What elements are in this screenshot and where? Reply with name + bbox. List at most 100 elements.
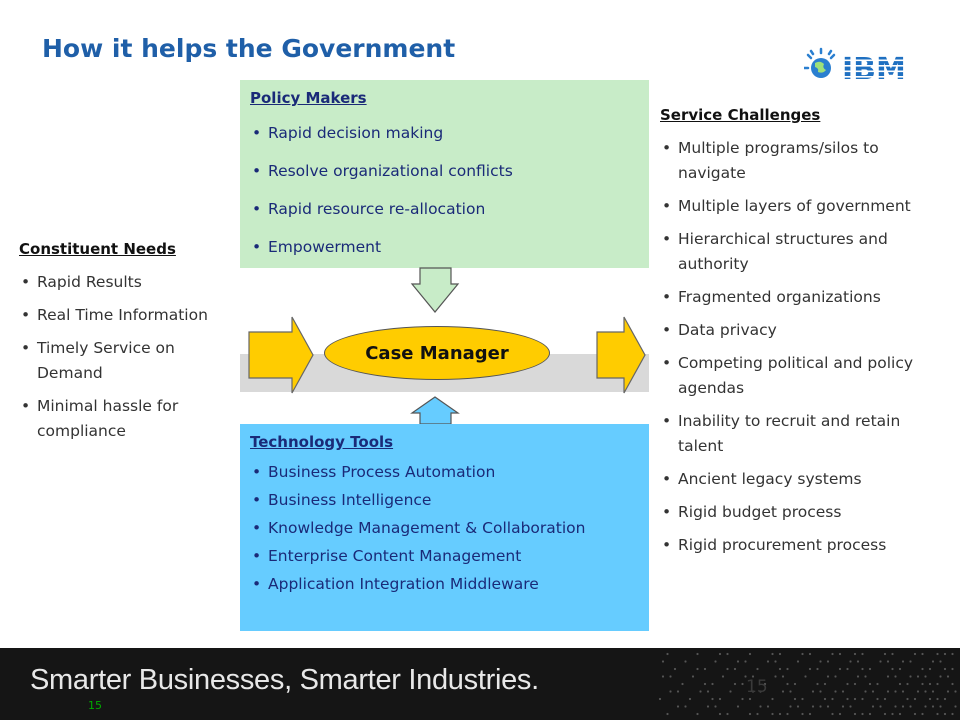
dot	[894, 675, 897, 678]
dot	[939, 660, 942, 663]
dot	[931, 690, 935, 693]
dot	[871, 705, 875, 708]
dot	[898, 682, 902, 686]
dot	[759, 690, 762, 693]
dot	[771, 712, 774, 716]
dot	[726, 712, 729, 716]
dot	[946, 675, 950, 678]
dot	[951, 667, 954, 671]
dot	[774, 675, 777, 678]
list-item: Rapid resource re-allocation	[250, 198, 513, 221]
dot	[801, 697, 804, 701]
dot	[786, 712, 789, 716]
dot	[733, 667, 737, 671]
dot	[718, 712, 722, 716]
dot	[943, 712, 947, 716]
up-arrow-icon	[410, 396, 460, 425]
dot	[936, 652, 939, 656]
dot	[864, 675, 867, 678]
dot	[943, 697, 947, 701]
dot	[916, 675, 920, 678]
page-number-watermark: 15	[746, 677, 768, 697]
dot	[781, 690, 785, 693]
list-item: Rapid decision making	[250, 122, 513, 145]
dot	[868, 682, 872, 686]
dot	[816, 682, 819, 686]
dot	[661, 675, 665, 678]
dot	[861, 697, 864, 701]
dot	[756, 712, 759, 716]
dot	[936, 712, 939, 716]
dot	[931, 660, 935, 663]
dot	[846, 667, 849, 671]
list-item: Fragmented organizations	[660, 285, 950, 310]
dot	[688, 697, 692, 701]
service-challenges-panel: Service Challenges Multiple programs/sil…	[660, 106, 950, 566]
dot	[714, 705, 717, 708]
dot	[909, 675, 912, 678]
list-item: Knowledge Management & Collaboration	[250, 514, 640, 542]
dot	[856, 660, 860, 663]
dot	[786, 667, 789, 671]
dot	[676, 705, 680, 708]
list-item: Hierarchical structures and authority	[660, 227, 950, 277]
dot	[921, 682, 924, 686]
dot	[766, 705, 770, 708]
down-arrow-icon	[410, 267, 460, 313]
dot	[853, 712, 857, 716]
dot	[838, 652, 842, 656]
dot	[823, 697, 827, 701]
footer-bar: Smarter Businesses, Smarter Industries.	[0, 648, 960, 720]
list-item: Inability to recruit and retain talent	[660, 409, 950, 459]
list-item: Competing political and policy agendas	[660, 351, 950, 401]
dot	[684, 705, 687, 708]
service-challenges-list: Multiple programs/silos to navigate Mult…	[660, 136, 950, 558]
dot	[954, 690, 957, 693]
dot	[939, 705, 942, 708]
dot	[763, 682, 767, 686]
dot	[706, 705, 710, 708]
dot	[778, 652, 782, 656]
slide-title: How it helps the Government	[42, 34, 456, 63]
dot	[928, 682, 932, 686]
dot	[816, 667, 819, 671]
dot	[774, 660, 777, 663]
dot	[811, 705, 815, 708]
dot	[699, 690, 702, 693]
dot	[894, 705, 897, 708]
dot	[819, 660, 822, 663]
dot	[669, 690, 672, 693]
dot	[673, 667, 677, 671]
dot	[891, 712, 894, 716]
dot	[729, 690, 732, 693]
dot	[771, 652, 774, 656]
page-number: 15	[88, 699, 102, 712]
dot	[726, 667, 729, 671]
dot	[849, 705, 852, 708]
dot	[898, 712, 902, 716]
dot	[954, 705, 957, 708]
dot	[736, 660, 740, 663]
technology-tools-list: Business Process Automation Business Int…	[250, 458, 640, 598]
dot	[876, 682, 879, 686]
dot	[676, 690, 680, 693]
list-item: Business Process Automation	[250, 458, 640, 486]
list-item: Real Time Information	[19, 303, 219, 328]
dot	[921, 652, 924, 656]
dot	[943, 667, 947, 671]
dot	[756, 667, 759, 671]
dot	[658, 697, 662, 701]
dot	[939, 675, 942, 678]
dot	[826, 675, 830, 678]
dot	[936, 682, 939, 686]
dot	[936, 697, 939, 701]
list-item: Enterprise Content Management	[250, 542, 640, 570]
dot	[789, 705, 792, 708]
dot	[733, 682, 737, 686]
dot	[681, 682, 684, 686]
dot	[876, 697, 879, 701]
dot	[921, 667, 924, 671]
policy-makers-box: Policy Makers Rapid decision making Reso…	[240, 80, 649, 268]
dot	[669, 675, 672, 678]
dot	[951, 682, 954, 686]
